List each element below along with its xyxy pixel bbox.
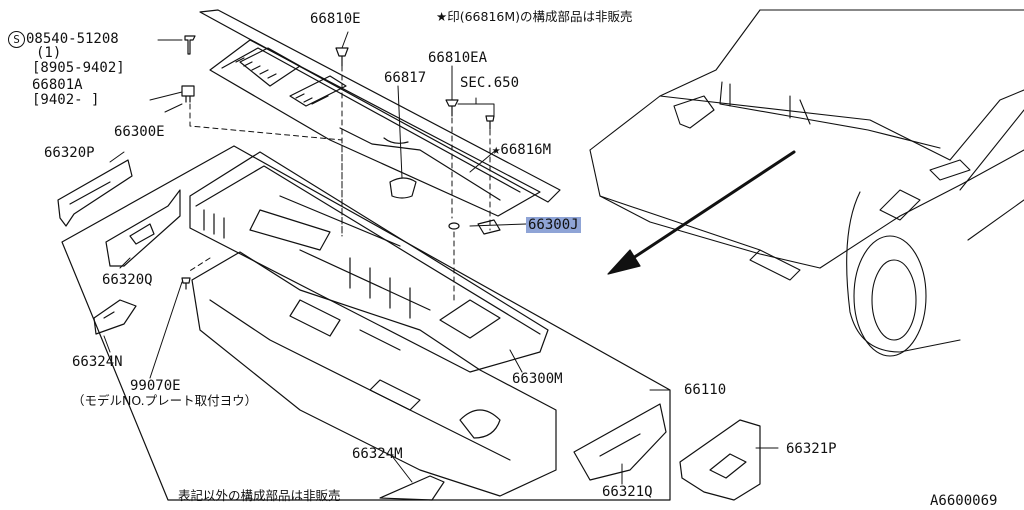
dashed-leaders xyxy=(187,65,491,301)
callout-66300j-highlighted[interactable]: 66300J xyxy=(526,217,581,233)
cowl-grille-panel xyxy=(199,9,561,217)
upper-cowl-panel xyxy=(189,151,549,373)
screw-line1: 08540-51208 xyxy=(26,31,119,47)
screw-date-range-2: [9402- ] xyxy=(32,92,100,108)
callout-99070e[interactable]: 99070E xyxy=(130,378,181,394)
note-bottom: 表記以外の構成部品は非販売 xyxy=(178,488,341,503)
direction-arrow xyxy=(607,150,796,275)
bracket-66321q xyxy=(573,403,667,481)
car-illustration xyxy=(589,9,1024,357)
screw-quantity: (1) xyxy=(36,45,62,61)
pad-66300j xyxy=(477,219,501,235)
screw-date-range-1: [8905-9402] xyxy=(32,60,125,76)
note-top: ★印(66816M)の構成部品は非販売 xyxy=(436,9,633,24)
callout-66110[interactable]: 66110 xyxy=(684,382,727,398)
callout-66817[interactable]: 66817 xyxy=(384,70,427,86)
callout-66300e[interactable]: 66300E xyxy=(114,124,165,140)
fasteners xyxy=(181,35,495,290)
leader-lines xyxy=(103,31,779,485)
callout-66810e[interactable]: 66810E xyxy=(310,11,361,27)
callout-66816m[interactable]: ★66816M xyxy=(492,142,552,158)
drawing-id: A6600069 xyxy=(930,493,998,509)
callout-66321q[interactable]: 66321Q xyxy=(602,484,653,500)
callout-66324m[interactable]: 66324M xyxy=(352,446,403,462)
lower-cowl-panel xyxy=(191,251,557,497)
screw-symbol: S xyxy=(8,31,25,48)
callout-66810ea[interactable]: 66810EA xyxy=(428,50,488,66)
bracket-66321p xyxy=(679,419,761,501)
bracket-66324m xyxy=(379,475,445,501)
seal-66817 xyxy=(389,177,417,199)
callout-66321p[interactable]: 66321P xyxy=(786,441,837,457)
callout-99070e-note: （モデルNO.プレート取付ヨウ） xyxy=(72,393,258,408)
callout-66320q[interactable]: 66320Q xyxy=(102,272,153,288)
screw-alt-part: 66801A xyxy=(32,77,83,93)
callout-66324n[interactable]: 66324N xyxy=(72,354,123,370)
bracket-66320q xyxy=(105,189,181,267)
callout-66320p[interactable]: 66320P xyxy=(44,145,95,161)
bracket-66320p xyxy=(57,159,133,227)
callout-sec650[interactable]: SEC.650 xyxy=(460,75,520,91)
callout-66300m[interactable]: 66300M xyxy=(512,371,563,387)
bracket-66324n xyxy=(93,299,137,335)
